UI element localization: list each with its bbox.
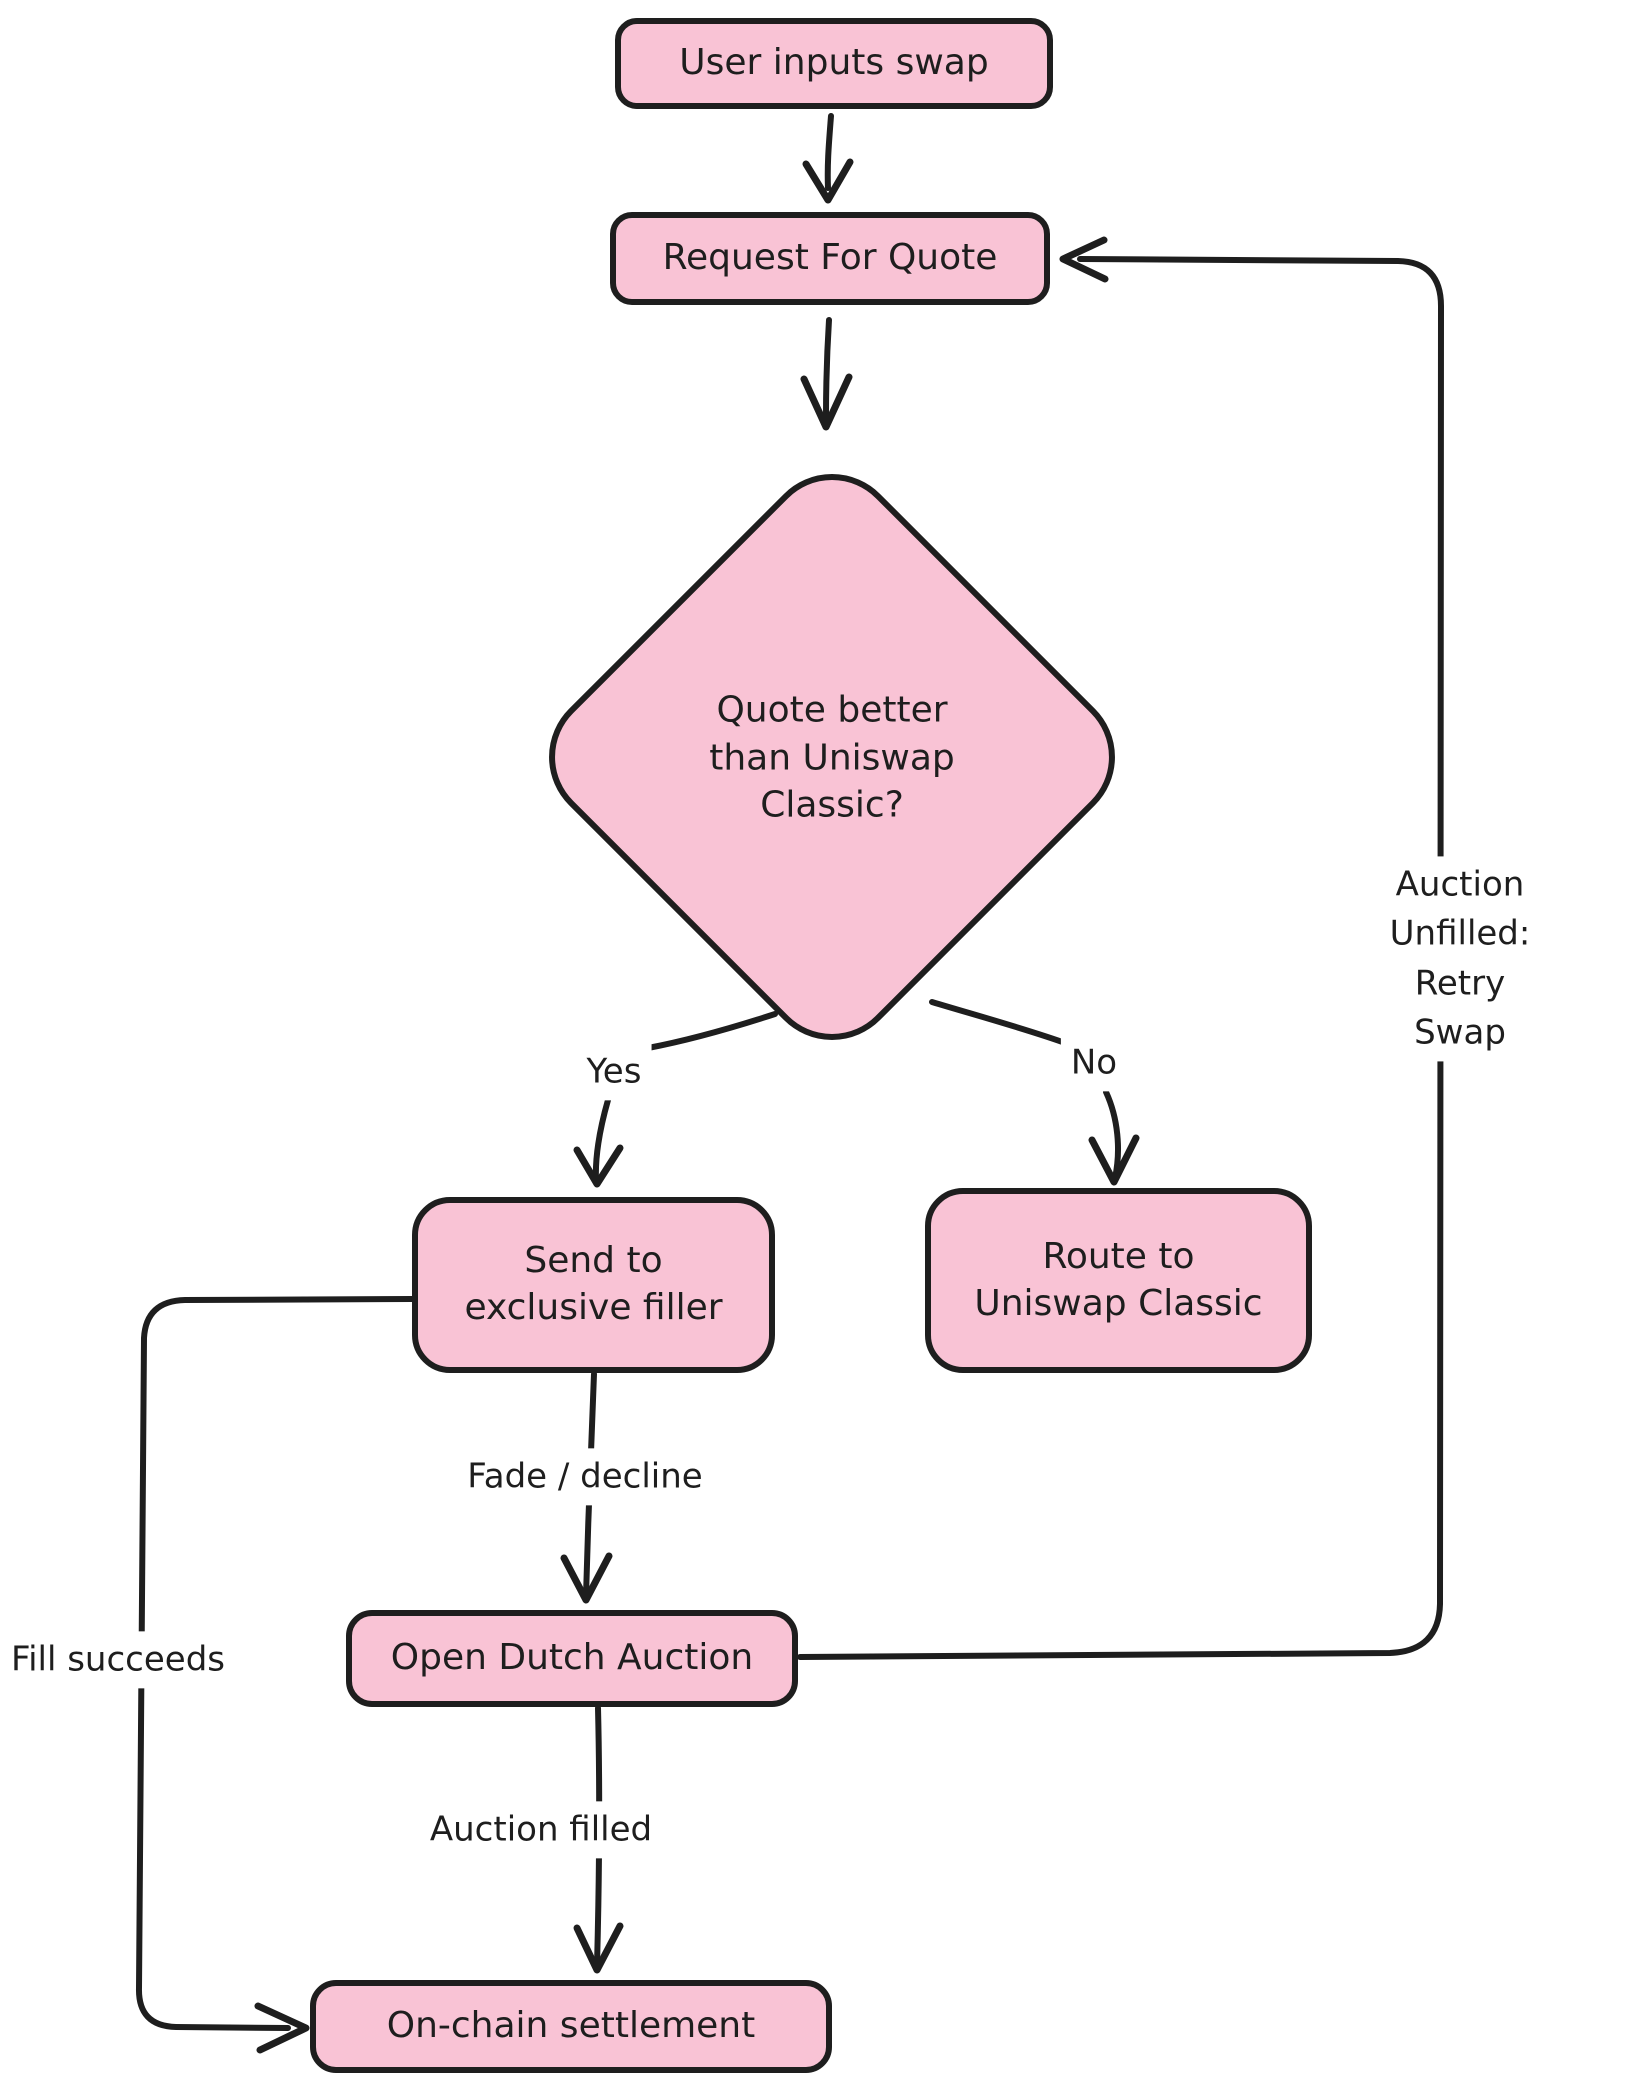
node-on-chain-settlement-label: On-chain settlement <box>386 2005 756 2047</box>
arrowhead-filler-to-settlement-loop <box>254 2002 310 2054</box>
arrowhead-user-to-rfq <box>802 158 854 204</box>
node-open-dutch-auction: Open Dutch Auction <box>346 1610 798 1707</box>
arrowhead-rfq-to-decision <box>800 373 853 431</box>
arrowhead-no-to-classic <box>1088 1134 1140 1186</box>
arrowhead-auction-to-settlement <box>573 1922 624 1974</box>
node-open-dutch-auction-label: Open Dutch Auction <box>390 1637 754 1679</box>
edge-label-fade-decline: Fade / decline <box>457 1448 713 1506</box>
node-send-to-exclusive-filler: Send to exclusive filler <box>412 1197 775 1373</box>
node-request-for-quote: Request For Quote <box>610 212 1050 305</box>
edge-label-yes: Yes <box>576 1043 652 1101</box>
edge-label-auction-filled: Auction filled <box>419 1801 663 1859</box>
node-request-for-quote-label: Request For Quote <box>662 237 998 279</box>
arrowhead-auction-to-rfq-retry-loop <box>1059 236 1109 283</box>
edge-auction-to-rfq-retry-loop <box>797 256 1444 1660</box>
edge-label-no: No <box>1060 1034 1128 1092</box>
node-on-chain-settlement: On-chain settlement <box>310 1980 832 2073</box>
node-user-inputs-swap: User inputs swap <box>615 18 1053 109</box>
node-route-to-uniswap-classic-label: Route to Uniswap Classic <box>974 1235 1263 1324</box>
edge-user-to-rfq <box>824 113 834 191</box>
edge-rfq-to-decision <box>823 317 832 419</box>
edge-decision-to-yes <box>645 1011 778 1051</box>
node-route-to-uniswap-classic: Route to Uniswap Classic <box>925 1188 1312 1373</box>
edge-decision-to-no <box>929 999 1071 1047</box>
edge-label-fill-succeeds: Fill succeeds <box>0 1631 236 1689</box>
arrowhead-filler-to-auction <box>560 1552 613 1604</box>
node-send-to-exclusive-filler-label: Send to exclusive filler <box>464 1240 723 1328</box>
edge-label-auction-unfilled-retry: Auction Unfilled: Retry Swap <box>1371 856 1549 1062</box>
node-user-inputs-swap-label: User inputs swap <box>679 42 989 84</box>
node-decision-label: Quote better than Uniswap Classic? <box>709 689 955 826</box>
edge-yes-to-filler <box>592 1097 611 1183</box>
arrowhead-yes-to-filler <box>573 1144 624 1188</box>
